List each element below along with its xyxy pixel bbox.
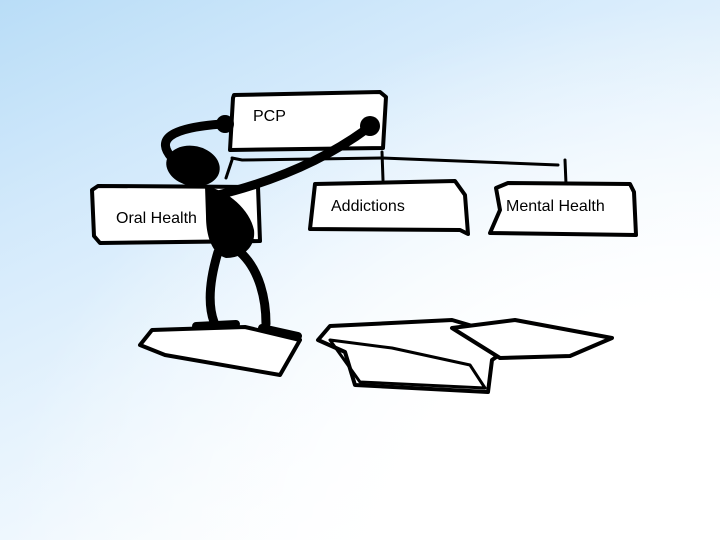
mental-health-box [488, 181, 638, 237]
oral-health-label: Oral Health [116, 210, 197, 227]
mental-health-label: Mental Health [506, 198, 605, 215]
addictions-box [308, 179, 470, 236]
stick-figure [161, 115, 380, 340]
floor-papers [138, 318, 614, 394]
pcp-label: PCP [253, 108, 286, 125]
pcp-box [228, 90, 388, 152]
addictions-label: Addictions [331, 198, 405, 215]
